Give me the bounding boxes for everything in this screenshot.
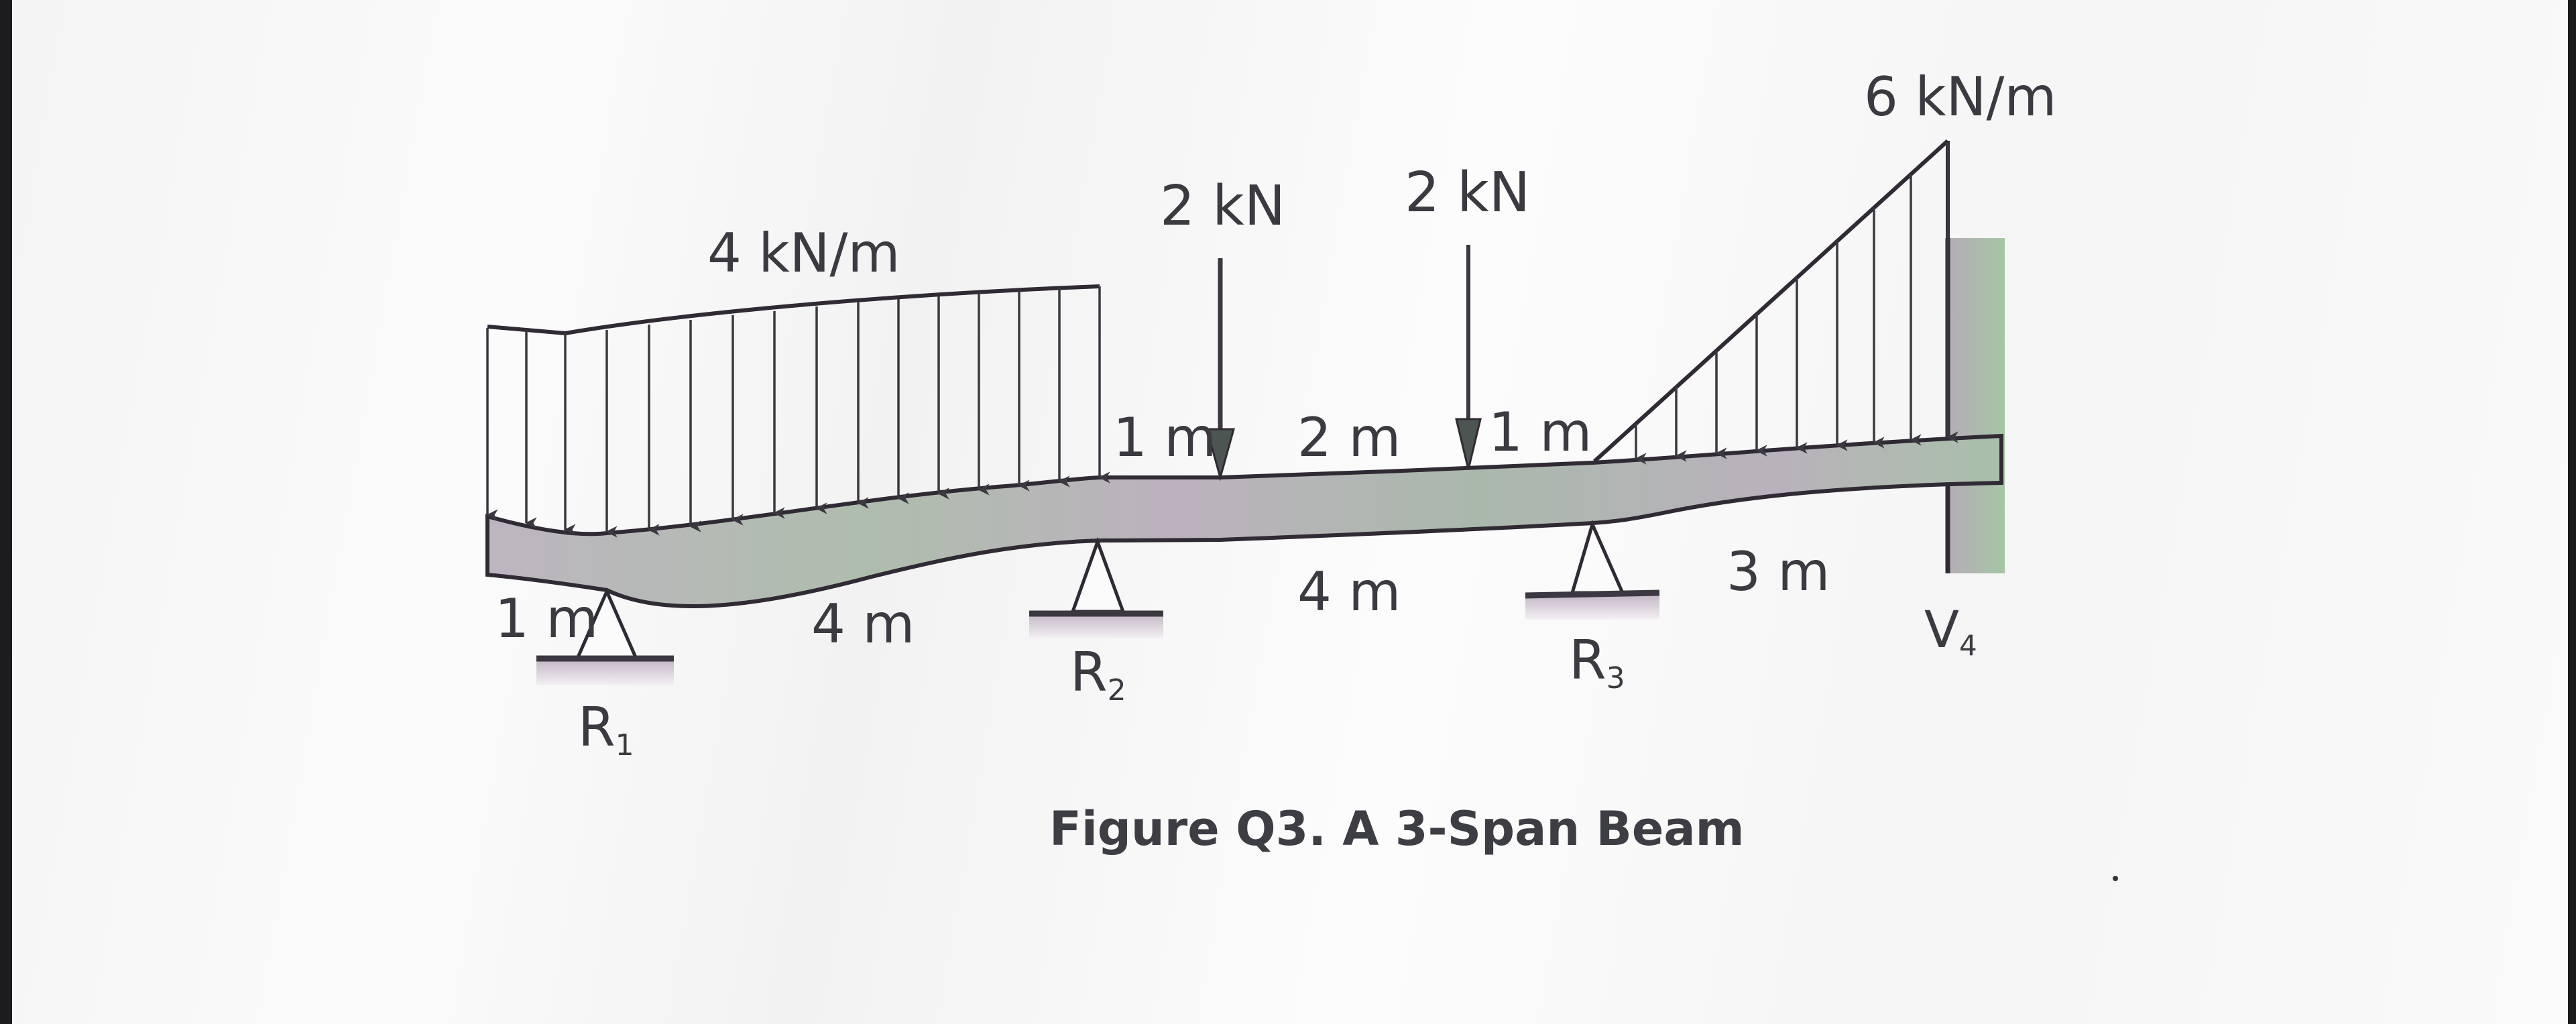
- triangular-load-label: 6 kN/m: [1864, 66, 2056, 128]
- dim-load2-offset: 1 m: [1488, 401, 1592, 463]
- point-load-1-label: 2 kN: [1160, 174, 1285, 238]
- r2-label: R2: [1070, 641, 1126, 707]
- paper-sheet: 4 kN/m 2 kN 2 kN: [12, 0, 2568, 1024]
- udl-4kn-load: 4 kN/m: [486, 222, 1110, 538]
- v4-label: V4: [1924, 600, 1977, 662]
- point-load-1: 2 kN: [1160, 174, 1285, 481]
- beam: [485, 433, 2003, 608]
- dim-load-gap: 2 m: [1297, 406, 1401, 469]
- point-load-2-label: 2 kN: [1405, 161, 1530, 225]
- r3-label: R3: [1569, 629, 1625, 695]
- support-r3: R3: [1525, 519, 1660, 695]
- paper-speck: [2113, 876, 2118, 881]
- dim-span-3: 3 m: [1726, 541, 1830, 603]
- triangular-load-6kn: 6 kN/m: [1592, 66, 2056, 465]
- point-load-2: 2 kN: [1405, 161, 1530, 470]
- fixed-wall-v4: [1945, 238, 2005, 573]
- figure-caption: Figure Q3. A 3-Span Beam: [1049, 801, 1745, 856]
- support-r2: R2: [1029, 536, 1163, 707]
- r1-label: R1: [578, 696, 634, 762]
- dim-load1-offset: 1 m: [1113, 406, 1216, 469]
- dim-span-1: 4 m: [811, 593, 915, 655]
- beam-diagram: 4 kN/m 2 kN 2 kN: [485, 66, 2118, 881]
- support-r1: R1: [536, 587, 674, 762]
- dim-span-2: 4 m: [1297, 561, 1401, 623]
- udl-label: 4 kN/m: [707, 222, 900, 284]
- dim-overhang: 1 m: [495, 587, 598, 650]
